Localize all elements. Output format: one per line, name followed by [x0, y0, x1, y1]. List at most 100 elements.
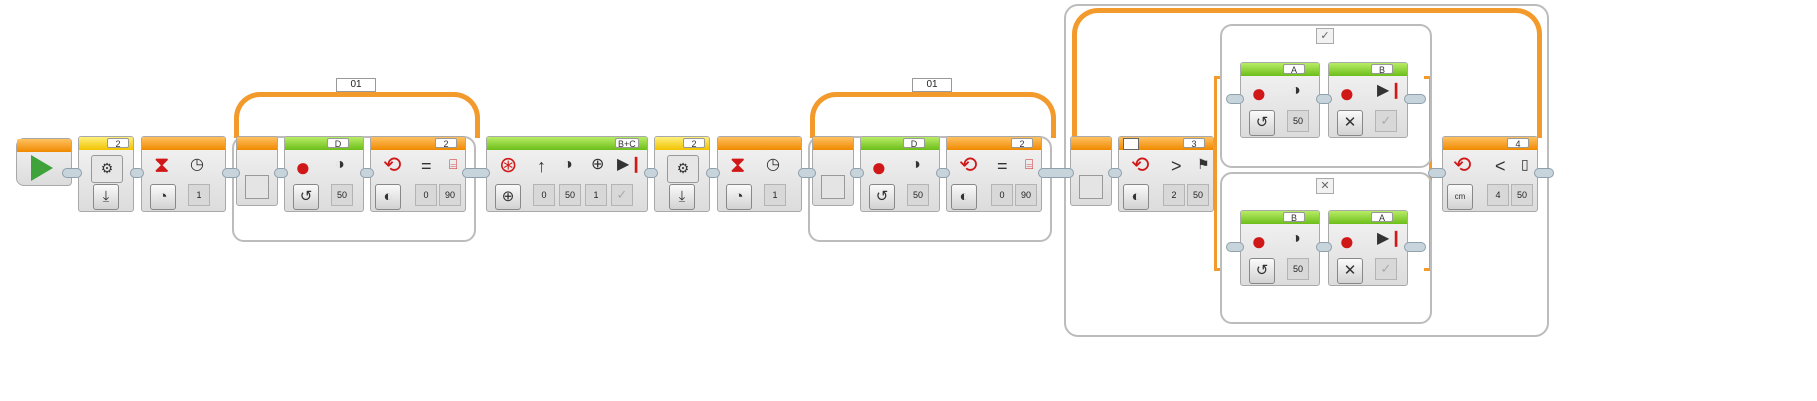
- power-param[interactable]: 50: [331, 184, 353, 206]
- sequence-wire[interactable]: [62, 168, 82, 178]
- sequence-wire[interactable]: [706, 168, 720, 178]
- sequence-wire[interactable]: [1404, 94, 1426, 104]
- motor-mode-button[interactable]: ↺: [293, 184, 319, 210]
- sequence-wire[interactable]: [274, 168, 288, 178]
- port-label[interactable]: A: [1371, 212, 1393, 223]
- threshold-param[interactable]: 50: [1511, 184, 1533, 206]
- port-label[interactable]: D: [903, 138, 925, 149]
- medium-motor-block-2[interactable]: D ● ◑ ↺ 50: [860, 136, 940, 212]
- threshold-param[interactable]: 90: [1015, 184, 1037, 206]
- gyro-mode-button[interactable]: ◐: [1123, 184, 1149, 210]
- outer-loop-start[interactable]: [1070, 136, 1112, 206]
- wait-mode-button[interactable]: ◔: [726, 184, 752, 210]
- switch-gyro-block[interactable]: 3 ⟲ > ⚑ ◐ 2 50: [1118, 136, 1214, 212]
- loop-2-arc[interactable]: [810, 92, 1056, 138]
- port-label[interactable]: 2: [683, 138, 705, 149]
- power-param[interactable]: 50: [1287, 258, 1309, 280]
- sequence-wire[interactable]: [1226, 242, 1244, 252]
- sequence-wire[interactable]: [936, 168, 950, 178]
- sequence-wire[interactable]: [1108, 168, 1122, 178]
- compare-type-param[interactable]: 4: [1487, 184, 1509, 206]
- move-steering-block[interactable]: B+C ⊛ ↑ ◑ ⊕ ▶❙ ⊕ 0 50 1 ✓: [486, 136, 648, 212]
- sequence-wire[interactable]: [1316, 94, 1332, 104]
- port-label[interactable]: B+C: [615, 138, 639, 149]
- motor-mode-button[interactable]: ↺: [1249, 258, 1275, 284]
- port-label[interactable]: 4: [1507, 138, 1529, 149]
- seconds-param[interactable]: 1: [764, 184, 786, 206]
- motor-off-button[interactable]: ✕: [1337, 110, 1363, 136]
- reset-mode-button[interactable]: ⤓: [669, 184, 695, 210]
- port-label[interactable]: D: [327, 138, 349, 149]
- case-false-tab[interactable]: ✕: [1316, 178, 1334, 194]
- port-label[interactable]: 2: [107, 138, 129, 149]
- distance-mode-button[interactable]: cm: [1447, 184, 1473, 210]
- loop-mode-icon[interactable]: [245, 175, 269, 199]
- brake-param[interactable]: ✓: [611, 184, 633, 206]
- sequence-wire[interactable]: [1226, 94, 1244, 104]
- sequence-wire[interactable]: [462, 168, 490, 178]
- medium-motor-block-1[interactable]: D ● ◑ ↺ 50: [284, 136, 364, 212]
- case-false-motor-b[interactable]: B ● ◑ ↺ 50: [1240, 210, 1320, 286]
- power-param[interactable]: 50: [1287, 110, 1309, 132]
- outer-loop-arc[interactable]: [1072, 8, 1542, 138]
- sequence-wire[interactable]: [1428, 168, 1446, 178]
- loop-2-start[interactable]: [812, 136, 854, 206]
- power-param[interactable]: 50: [907, 184, 929, 206]
- wait-gyro-block-1[interactable]: 2 ⟲ = ⌸ ◐ 0 90: [370, 136, 466, 212]
- wait-gyro-block-2[interactable]: 2 ⟲ = ⌸ ◐ 0 90: [946, 136, 1042, 212]
- sequence-wire[interactable]: [798, 168, 816, 178]
- wait-mode-button[interactable]: ◔: [150, 184, 176, 210]
- switch-case-true-frame[interactable]: [1220, 24, 1432, 168]
- sequence-wire-end[interactable]: [1534, 168, 1554, 178]
- compare-type-param[interactable]: 2: [1163, 184, 1185, 206]
- sequence-wire[interactable]: [360, 168, 374, 178]
- loop-1-start[interactable]: [236, 136, 278, 206]
- case-true-motor-b[interactable]: B ● ▶❙ ✕ ✓: [1328, 62, 1408, 138]
- loop-mode-icon[interactable]: [821, 175, 845, 199]
- power-param[interactable]: 50: [559, 184, 581, 206]
- steering-param[interactable]: 0: [533, 184, 555, 206]
- motor-off-button[interactable]: ✕: [1337, 258, 1363, 284]
- port-label[interactable]: 2: [1011, 138, 1033, 149]
- steering-mode-button[interactable]: ⊕: [495, 184, 521, 210]
- port-label[interactable]: 2: [435, 138, 457, 149]
- sequence-wire[interactable]: [644, 168, 658, 178]
- sequence-wire[interactable]: [130, 168, 144, 178]
- port-label[interactable]: A: [1283, 64, 1305, 75]
- compare-type-param[interactable]: 0: [415, 184, 437, 206]
- port-label[interactable]: 3: [1183, 138, 1205, 149]
- loop-1-arc[interactable]: [234, 92, 480, 138]
- gyro-mode-button[interactable]: ◐: [951, 184, 977, 210]
- brake-param[interactable]: ✓: [1375, 258, 1397, 280]
- loop-2-label[interactable]: 01: [912, 78, 952, 92]
- motor-mode-button[interactable]: ↺: [869, 184, 895, 210]
- brake-param[interactable]: ✓: [1375, 110, 1397, 132]
- sensor-reset-block-2[interactable]: 2 ⚙ ⤓: [654, 136, 710, 212]
- sensor-reset-block-1[interactable]: 2 ⚙ ⤓: [78, 136, 134, 212]
- play-icon[interactable]: [31, 155, 53, 181]
- case-false-motor-a[interactable]: A ● ▶❙ ✕ ✓: [1328, 210, 1408, 286]
- loop-mode-icon[interactable]: [1079, 175, 1103, 199]
- wait-ultrasonic-block[interactable]: 4 ⟲ < ▯ cm 4 50: [1442, 136, 1538, 212]
- motor-mode-button[interactable]: ↺: [1249, 110, 1275, 136]
- switch-case-false-frame[interactable]: [1220, 172, 1432, 324]
- wait-block-2[interactable]: ⧗ ◷ ◔ 1: [717, 136, 802, 212]
- start-block[interactable]: [16, 138, 72, 186]
- threshold-param[interactable]: 90: [439, 184, 461, 206]
- sequence-wire[interactable]: [850, 168, 864, 178]
- threshold-param[interactable]: 50: [1187, 184, 1209, 206]
- reset-mode-button[interactable]: ⤓: [93, 184, 119, 210]
- sequence-wire[interactable]: [1404, 242, 1426, 252]
- loop-1-label[interactable]: 01: [336, 78, 376, 92]
- wait-block-1[interactable]: ⧗ ◷ ◔ 1: [141, 136, 226, 212]
- case-true-tab[interactable]: ✓: [1316, 28, 1334, 44]
- sequence-wire[interactable]: [1038, 168, 1074, 178]
- case-true-motor-a[interactable]: A ● ◑ ↺ 50: [1240, 62, 1320, 138]
- compare-type-param[interactable]: 0: [991, 184, 1013, 206]
- gyro-mode-button[interactable]: ◐: [375, 184, 401, 210]
- seconds-param[interactable]: 1: [188, 184, 210, 206]
- rotations-param[interactable]: 1: [585, 184, 607, 206]
- tabbed-view-icon[interactable]: [1123, 138, 1139, 150]
- sequence-wire[interactable]: [222, 168, 240, 178]
- port-label[interactable]: B: [1283, 212, 1305, 223]
